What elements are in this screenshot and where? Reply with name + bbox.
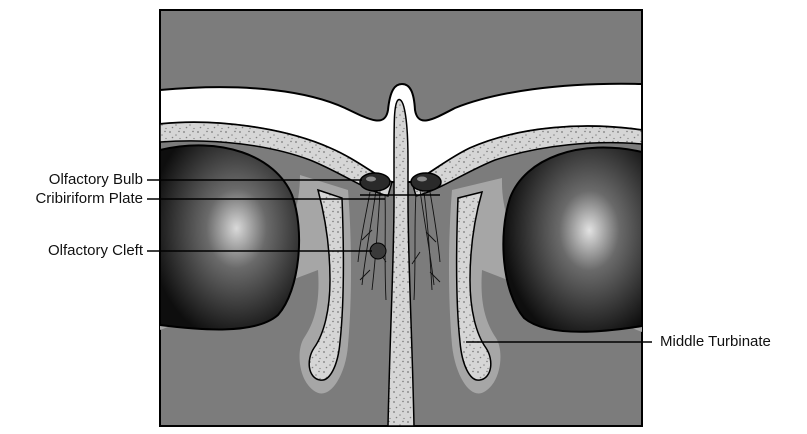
right-orbit bbox=[503, 148, 642, 332]
label-middle-turbinate: Middle Turbinate bbox=[660, 333, 771, 351]
label-cribriform-plate: Cribiriform Plate bbox=[35, 190, 143, 208]
bulb-highlight bbox=[417, 177, 427, 182]
olfactory-bulb-right bbox=[411, 173, 441, 191]
left-orbit bbox=[160, 145, 299, 329]
olfactory-bulb-left bbox=[360, 173, 390, 191]
olfactory-cleft-marker bbox=[370, 243, 386, 259]
label-olfactory-bulb: Olfactory Bulb bbox=[49, 171, 143, 189]
label-olfactory-cleft: Olfactory Cleft bbox=[48, 242, 143, 260]
bulb-highlight bbox=[366, 177, 376, 182]
